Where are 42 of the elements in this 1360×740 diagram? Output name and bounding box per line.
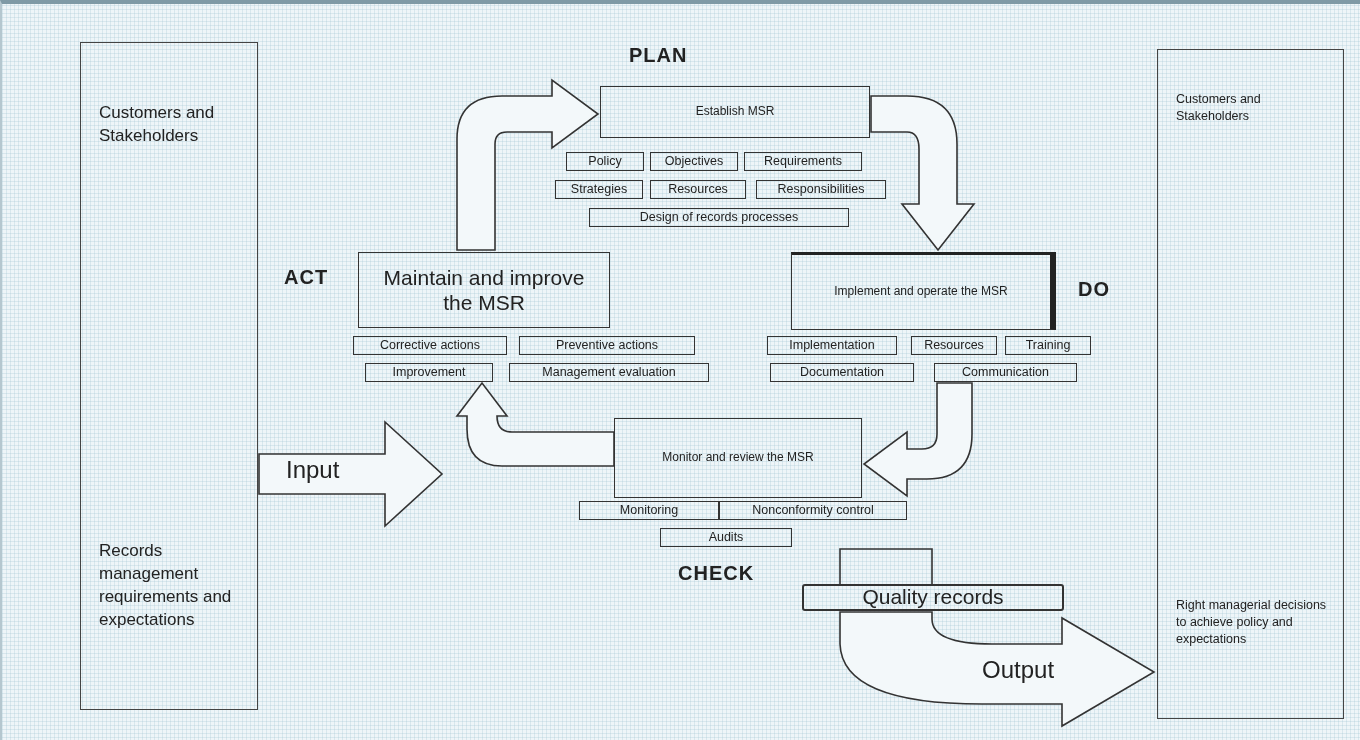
- phase-label: DO: [1078, 278, 1110, 301]
- topic-box: Resources: [911, 336, 997, 355]
- panel-text: Records management requirements and expectations: [99, 540, 233, 631]
- topic-box: Management evaluation: [509, 363, 709, 382]
- stakeholder-panel: [80, 42, 258, 710]
- block-arrow: [863, 382, 973, 497]
- topic-box: Monitoring: [579, 501, 719, 520]
- topic-box: Improvement: [365, 363, 493, 382]
- process-box: Implement and operate the MSR: [791, 252, 1056, 330]
- block-arrow: [258, 420, 444, 528]
- process-box: Maintain and improve the MSR: [358, 252, 610, 328]
- topic-box: Policy: [566, 152, 644, 171]
- panel-text: Customers and Stakeholders: [99, 102, 216, 147]
- records-box: Quality records: [802, 584, 1064, 611]
- topic-box: Resources: [650, 180, 746, 199]
- topic-box: Audits: [660, 528, 792, 547]
- edge-label: Output: [982, 656, 1055, 684]
- panel-text: Customers and Stakeholders: [1176, 91, 1262, 125]
- topic-box: Responsibilities: [756, 180, 886, 199]
- phase-label: PLAN: [629, 44, 688, 67]
- stakeholder-panel: [1157, 49, 1344, 719]
- block-arrow: [839, 611, 1155, 727]
- topic-box: Requirements: [744, 152, 862, 171]
- process-box: Establish MSR: [600, 86, 870, 138]
- topic-box: Communication: [934, 363, 1077, 382]
- process-box: Monitor and review the MSR: [614, 418, 862, 498]
- edge-label: Input: [286, 456, 340, 484]
- topic-box: Strategies: [555, 180, 643, 199]
- topic-box: Implementation: [767, 336, 897, 355]
- phase-label: ACT: [284, 266, 329, 289]
- panel-text: Right managerial decisions to achieve policy and expectations: [1176, 597, 1328, 648]
- topic-box: Documentation: [770, 363, 914, 382]
- topic-box: Corrective actions: [353, 336, 507, 355]
- topic-box: Design of records processes: [589, 208, 849, 227]
- topic-box: Preventive actions: [519, 336, 695, 355]
- block-arrow: [456, 382, 615, 467]
- block-arrow: [456, 79, 599, 251]
- topic-box: Training: [1005, 336, 1091, 355]
- topic-box: Objectives: [650, 152, 738, 171]
- block-arrow: [870, 95, 975, 251]
- topic-box: Nonconformity control: [719, 501, 907, 520]
- phase-label: CHECK: [678, 562, 755, 585]
